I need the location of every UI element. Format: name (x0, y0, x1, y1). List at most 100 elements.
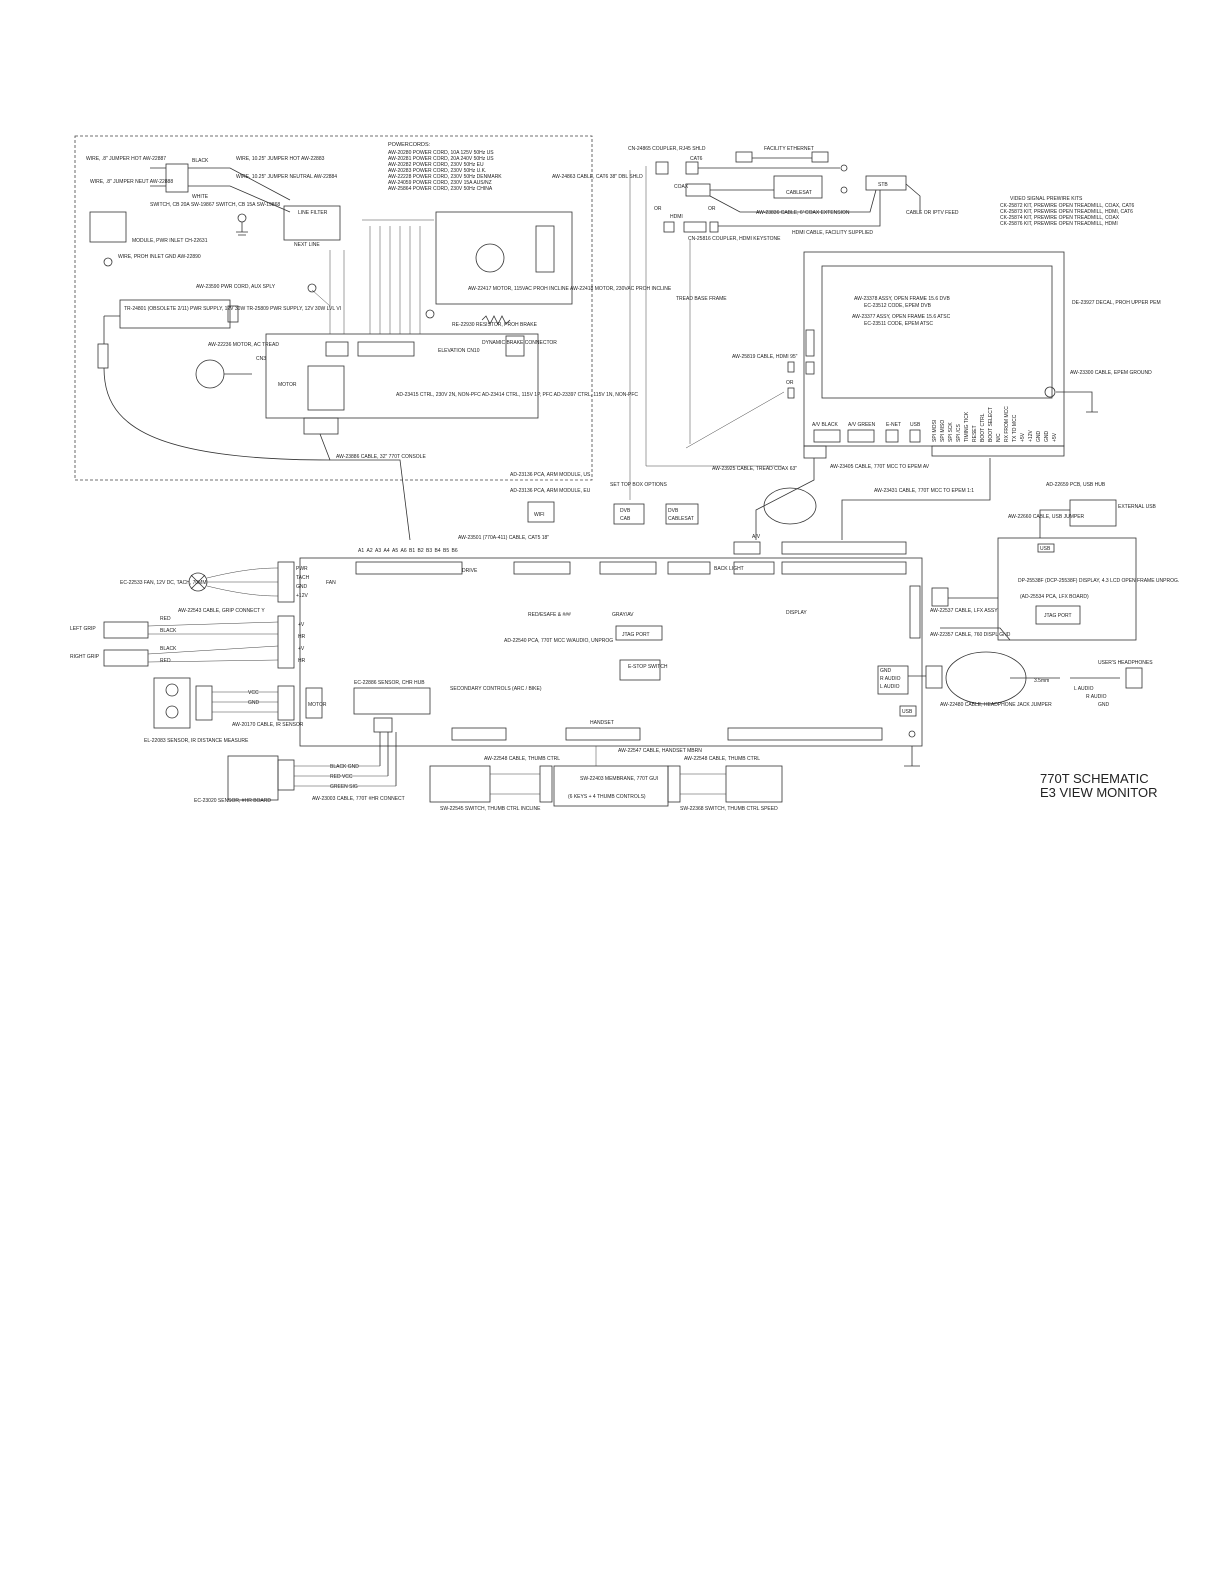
main-board-name: AD-22540 PCA, 770T MCC W/AUDIO, UNPROG (504, 638, 613, 644)
cat6-label: CAT6 (690, 156, 703, 162)
monitor-pin-label: GND (1036, 431, 1042, 443)
av-black-label: A/V BLACK (812, 422, 839, 428)
hr-hub-box (353, 687, 431, 715)
module-label: MODULE, PWR INLET CH-22631 (132, 238, 208, 244)
black-wire-label: BLACK (192, 158, 209, 164)
powercord-1: AW-20281 POWER CORD, 20A 240V 50Hz US (388, 156, 494, 162)
handset-cable-label: AW-22547 CABLE, HANDSET MBRN (618, 748, 702, 754)
cable-iptv-label: CABLE OR IPTV FEED (906, 210, 959, 216)
wire-neutral-label: WIRE, 10.25" JUMPER NEUTRAL AW-22884 (236, 174, 337, 180)
monitor-frame (803, 251, 1065, 447)
decal-label: DE-23927 DECAL, PROH UPPER PEM (1072, 300, 1161, 306)
video-kit-1: CK-25873 KIT, PREWIRE OPEN TREADMILL, HD… (1000, 209, 1133, 215)
thumb-cable-left: AW-22548 CABLE, THUMB CTRL (484, 756, 560, 762)
grip-hr2: HR (298, 658, 306, 664)
video-kit-0: CK-25872 KIT, PREWIRE OPEN TREADMILL, CO… (1000, 203, 1135, 209)
stb-box (865, 175, 907, 191)
drive-label: DRIVE (462, 568, 478, 574)
drive-pin-label: A1 (358, 548, 364, 554)
lfx-display-box (997, 537, 1137, 641)
dynamic-brake-label: DYNAMIC BRAKE CONNECTOR (482, 340, 557, 346)
thumb-cable-right: AW-22548 CABLE, THUMB CTRL (684, 756, 760, 762)
motor-controller (265, 333, 539, 419)
code-atsc-label: EC-23511 CODE, EPEM ATSC (864, 321, 933, 327)
hp-l-audio: L AUDIO (1074, 686, 1094, 692)
power-supply (119, 299, 231, 329)
monitor-pin-label: TIMING TICK (964, 411, 970, 442)
lfx-usb-label: USB (1040, 546, 1051, 552)
elevation-label: ELEVATION CN10 (438, 348, 480, 354)
membrane-keys: (6 KEYS + 4 THUMB CONTROLS) (568, 794, 646, 800)
usb-jumper-label: AW-22660 CABLE, USB JUMPER (1008, 514, 1085, 520)
cable-cat6-label: AW-24863 CABLE, CAT6 38" DBL SHLD (552, 174, 643, 180)
drive-pin-label: A6 (401, 548, 407, 554)
main-usb-label: USB (902, 709, 913, 715)
tread-motor (195, 359, 225, 389)
grip-red-1: RED (160, 616, 171, 622)
hdmi-facility-label: HDMI CABLE, FACILITY SUPPLIED (792, 230, 873, 236)
fan-label: FAN (326, 580, 336, 586)
powercord-3: AW-20283 POWER CORD, 230V 50Hz U.K. (388, 168, 486, 174)
motor-tag: MOTOR (278, 382, 297, 388)
ir-vcc: VCC (248, 690, 259, 696)
incline-switch-label: SW-22545 SWITCH, THUMB CTRL INCLINE (440, 806, 541, 812)
drive-pin-label: B1 (409, 548, 415, 554)
ir-sensor-label: EL-22083 SENSOR, IR DISTANCE MEASURE (144, 738, 249, 744)
monitor-pin-label: SPI MISO (940, 420, 946, 442)
or-label-2: OR (708, 206, 716, 212)
ir-gnd: GND (248, 700, 260, 706)
headphones-label: USER'S HEADPHONES (1098, 660, 1153, 666)
arm-module-eu: AD-23136 PCA, ARM MODULE, EU (510, 488, 591, 494)
cable-lfx-label: AW-22537 CABLE, LFX ASSY (930, 608, 998, 614)
estop-label: E-STOP SWITCH (628, 664, 668, 670)
drive-pin-label: B6 (452, 548, 458, 554)
incline-motor-box (435, 211, 573, 305)
resistor-label: RE-22930 RESISTOR, PROH BRAKE (452, 322, 538, 328)
grip-black-1: BLACK (160, 628, 177, 634)
facility-ethernet-label: FACILITY ETHERNET (764, 146, 814, 152)
hr-red-vcc: RED VCC (330, 774, 353, 780)
external-usb-label: EXTERNAL USB (1118, 504, 1157, 510)
speed-switch-label: SW-22368 SWITCH, THUMB CTRL SPEED (680, 806, 778, 812)
cable-ground-label: AW-23300 CABLE, EPEM GROUND (1070, 370, 1152, 376)
jumper-hot-label: WIRE, .8" JUMPER HOT AW-22887 (86, 156, 166, 162)
hp-r-audio: R AUDIO (1086, 694, 1107, 700)
hr-black-gnd: BLACK GND (330, 764, 359, 770)
main-mcc-board (299, 557, 923, 747)
video-kit-2: CK-25874 KIT, PREWIRE OPEN TREADMILL, CO… (1000, 215, 1120, 221)
code-dvb-label: EC-23512 CODE, EPEM DVB (864, 303, 932, 309)
coax-ext-label: AW-23836 CABLE, 6' COAX EXTENSION (756, 210, 850, 216)
powercord-4: AW-22228 POWER CORD, 230V 50Hz DENMARK (388, 174, 502, 180)
secondary-controls-label: SECONDARY CONTROLS (ARC / BIKE) (450, 686, 542, 692)
cable-gnd-label: AW-22357 CABLE, 760 DISPL GND (930, 632, 1011, 638)
coupler-rj45-label: CN-24865 COUPLER, RJ45 SHLD (628, 146, 706, 152)
cable-coax-label: AW-23925 CABLE, TREAD COAX 63" (712, 466, 797, 472)
drive-pin-label: A5 (392, 548, 398, 554)
monitor-pin-label: BOOT CTRL (980, 413, 986, 442)
enet-label: E-NET (886, 422, 901, 428)
dvb-label: DVB (620, 508, 631, 514)
assy-atsc-label: AW-23377 ASSY, OPEN FRAME 15.6 ATSC (852, 314, 951, 320)
monitor-pin-label: RX FROM MCC (1004, 406, 1010, 442)
grip-red-2: RED (160, 658, 171, 664)
lfx-board: (AD-25534 PCA, LFX BOARD) (1020, 594, 1089, 600)
monitor-pin-label: N/C (996, 433, 1002, 442)
cablesat-label: CABLESAT (786, 190, 812, 196)
drive-pin-label: B3 (426, 548, 432, 554)
lfx-desc: DP-25538F (DCP-25538F) DISPLAY, 4.3 LCD … (1018, 578, 1179, 584)
hr-hub-label: EC-22886 SENSOR, CHR HUB (354, 680, 425, 686)
controller-label: AD-23415 CTRL, 230V 2N, NON-PFC AD-23414… (396, 392, 638, 398)
lfx-jtag: JTAG PORT (1044, 613, 1072, 619)
hdmi-label: HDMI (670, 214, 683, 220)
hdmi-coupler-label: CN-25816 COUPLER, HDMI KEYSTONE (688, 236, 781, 242)
dvb-label-2: DVB (668, 508, 679, 514)
headphone-cable-label: AW-22480 CABLE, HEADPHONE JACK JUMPER (940, 702, 1052, 708)
video-kits-header: VIDEO SIGNAL PREWIRE KITS (1010, 196, 1083, 202)
wire-ground-label: WIRE, PROH INLET GND AW-22890 (118, 254, 201, 260)
set-top-label: SET TOP BOX OPTIONS (610, 482, 668, 488)
monitor-pin-label: +5V (1020, 432, 1026, 442)
arm-module-us: AD-23136 PCA, ARM MODULE, US (510, 472, 591, 478)
